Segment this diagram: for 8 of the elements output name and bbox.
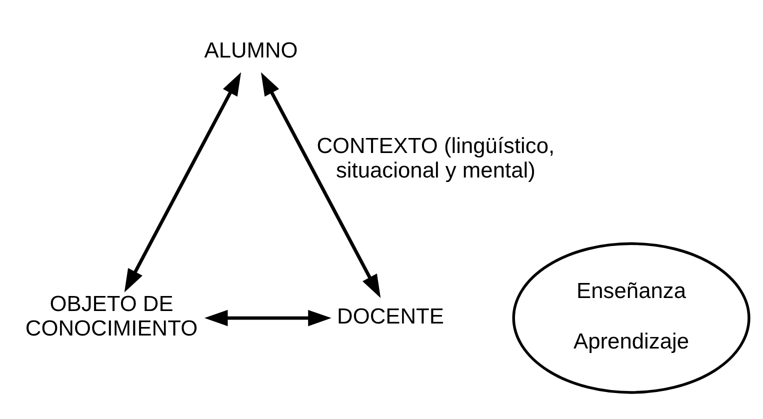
node-text: OBJETO DE CONOCIMIENTO: [25, 290, 198, 340]
node-text: ALUMNO: [204, 36, 298, 62]
arrow: [124, 72, 242, 292]
arrow: [260, 72, 381, 298]
node-ellipse: Enseñanza Aprendizaje: [512, 242, 750, 394]
edge-label: CONTEXTO (lingüístico, situacional y mental): [316, 132, 555, 182]
arrow: [204, 309, 332, 326]
node-text: DOCENTE: [337, 302, 444, 328]
